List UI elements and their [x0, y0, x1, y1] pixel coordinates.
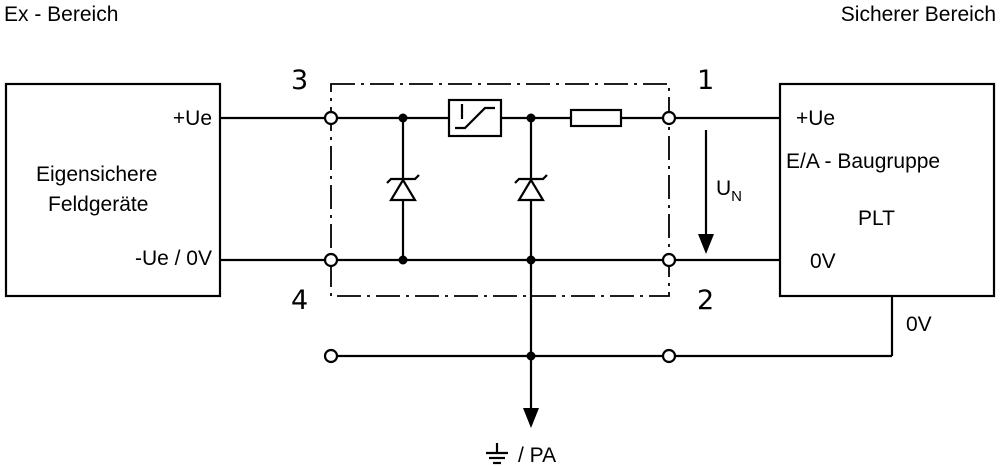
- terminal-3: [323, 110, 339, 126]
- zero-volt-bus: [337, 296, 894, 358]
- limiter-block: [447, 98, 503, 138]
- ground-icon: [486, 443, 508, 465]
- terminal-number-4: 4: [291, 285, 308, 316]
- terminal-1: [661, 110, 677, 126]
- terminal-pa-right: [661, 348, 677, 364]
- voltage-label: UN: [716, 177, 742, 205]
- field-devices-neg-label: -Ue / 0V: [135, 247, 212, 270]
- barrier-enclosure: [330, 83, 670, 297]
- terminal-number-1: 1: [697, 65, 714, 96]
- terminal-number-3: 3: [291, 65, 308, 96]
- junction-dots: [398, 113, 536, 361]
- field-devices-pos-label: +Ue: [173, 107, 212, 130]
- zone-label-ex: Ex - Bereich: [4, 3, 118, 26]
- field-devices-title-1: Eigensichere: [36, 163, 157, 186]
- terminal-number-2: 2: [697, 285, 714, 316]
- io-module-title: E/A - Baugruppe: [786, 150, 940, 173]
- zener-diode-1: [386, 118, 420, 260]
- ground-arrow: [523, 408, 539, 428]
- fuse: [569, 108, 623, 128]
- ground-label: / PA: [518, 444, 556, 466]
- terminal-2: [661, 252, 677, 268]
- io-module-pos-label: +Ue: [796, 107, 835, 130]
- terminal-4: [323, 252, 339, 268]
- io-module-plt: PLT: [858, 207, 895, 230]
- field-devices-title-2: Feldgeräte: [48, 193, 148, 216]
- zener-diode-2: [514, 118, 548, 412]
- io-module-box: [778, 82, 996, 298]
- zone-label-safe: Sicherer Bereich: [841, 3, 996, 26]
- zero-volt-label: 0V: [906, 313, 932, 336]
- terminal-pa-left: [323, 348, 339, 364]
- field-devices-box: [4, 82, 222, 298]
- voltage-arrow: [698, 130, 714, 254]
- io-module-zero-label: 0V: [810, 250, 836, 273]
